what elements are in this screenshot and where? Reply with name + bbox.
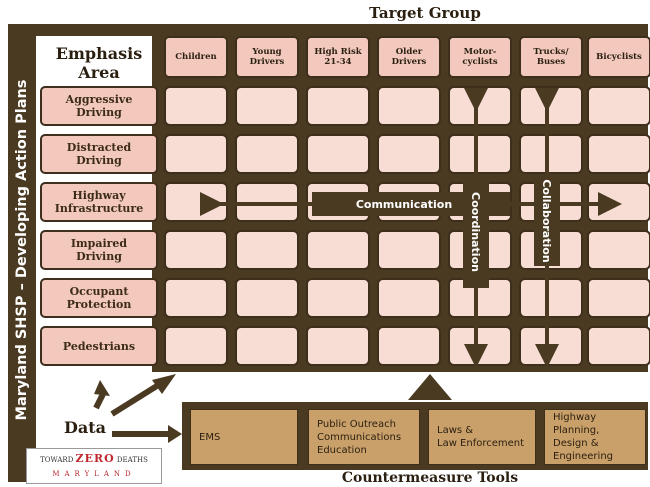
matrix-cell	[306, 326, 370, 366]
communication-label: Communication	[356, 198, 452, 211]
emphasis-area-label: Distracted Driving	[40, 134, 158, 174]
emphasis-area-label: Impaired Driving	[40, 230, 158, 270]
matrix-cell	[164, 278, 228, 318]
target-group-header: Motor- cyclists	[448, 36, 512, 78]
target-group-header: Older Drivers	[377, 36, 441, 78]
matrix-cell	[377, 86, 441, 126]
target-group-header: Young Drivers	[235, 36, 299, 78]
emphasis-area-label: Highway Infrastructure	[40, 182, 158, 222]
logo-deaths: DEATHS	[116, 456, 148, 464]
coordination-label: Coordination	[469, 192, 482, 272]
tool-box: Public Outreach Communications Education	[308, 409, 420, 465]
emphasis-area-label: Aggressive Driving	[40, 86, 158, 126]
tool-box: EMS	[190, 409, 298, 465]
top-band	[36, 24, 166, 36]
collaboration-box	[534, 176, 560, 266]
toward-zero-deaths-logo	[26, 448, 162, 484]
matrix-cell	[587, 278, 650, 318]
data-label: Data	[64, 418, 106, 437]
matrix-cell	[306, 86, 370, 126]
matrix-cell	[377, 326, 441, 366]
target-group-header: Bicyclists	[587, 36, 650, 78]
matrix-cell	[235, 230, 299, 270]
coordination-box	[463, 176, 489, 288]
emphasis-area-title: Emphasis Area	[55, 44, 143, 82]
matrix-cell	[235, 134, 299, 174]
matrix-cell	[377, 278, 441, 318]
matrix-cell	[164, 326, 228, 366]
vertical-banner	[8, 24, 36, 482]
data-arrow-diagonal	[110, 381, 162, 417]
logo-toward: TOWARD	[40, 456, 74, 464]
matrix-cell	[235, 326, 299, 366]
countermeasure-tools-title: Countermeasure Tools	[341, 470, 519, 486]
emphasis-area-label: Pedestrians	[40, 326, 158, 366]
logo-state: MARYLAND	[52, 470, 136, 478]
collaboration-label: Collaboration	[540, 179, 553, 262]
matrix-cell	[235, 86, 299, 126]
logo-zero: ZERO	[75, 452, 115, 465]
matrix-cell	[235, 278, 299, 318]
matrix-cell	[164, 86, 228, 126]
matrix-cell	[587, 230, 650, 270]
matrix-cell	[306, 278, 370, 318]
tool-box: Highway Planning, Design & Engineering	[544, 409, 646, 465]
target-group-header: High Risk 21-34	[306, 36, 370, 78]
target-group-header: Trucks/ Buses	[519, 36, 583, 78]
emphasis-area-label: Occupant Protection	[40, 278, 158, 318]
matrix-cell	[306, 230, 370, 270]
tool-box: Laws & Law Enforcement	[428, 409, 536, 465]
tools-up-arrow	[408, 374, 452, 400]
matrix-cell	[306, 134, 370, 174]
target-group-header: Children	[164, 36, 228, 78]
matrix-cell	[587, 134, 650, 174]
matrix-cell	[164, 134, 228, 174]
matrix-cell	[587, 86, 650, 126]
matrix-cell	[164, 230, 228, 270]
logo-wordmark: TOWARD ZERO DEATHS	[30, 452, 158, 465]
matrix-cell	[377, 230, 441, 270]
target-group-title: Target Group	[369, 4, 481, 22]
matrix-cell	[377, 134, 441, 174]
